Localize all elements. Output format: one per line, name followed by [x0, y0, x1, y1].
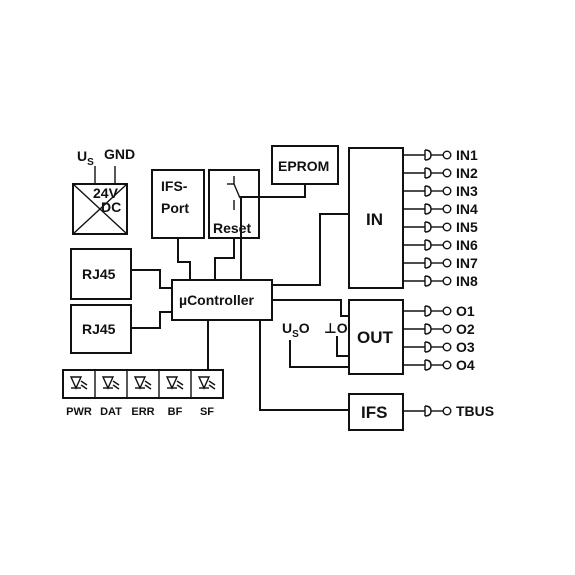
input-terminal-7-label: IN7	[456, 255, 478, 271]
output-terminal-2-label: O2	[456, 321, 475, 337]
connector-plug-icon	[424, 257, 432, 269]
terminal-circle-icon	[442, 168, 452, 178]
terminal-circle-icon	[442, 258, 452, 268]
microcontroller-label: µController	[179, 292, 255, 308]
out-block-label: OUT	[357, 328, 394, 347]
switch-icon	[227, 176, 241, 210]
input-terminal-8: IN8	[403, 273, 478, 289]
terminal-circle-icon	[442, 186, 452, 196]
reset-label: Reset	[213, 220, 251, 236]
input-terminal-3: IN3	[403, 183, 478, 199]
connector-plug-icon	[424, 305, 432, 317]
connector-plug-icon	[424, 405, 432, 417]
connector-plug-icon	[424, 149, 432, 161]
ifs-block: IFS	[348, 393, 404, 431]
rj45-top-block: RJ45	[70, 248, 132, 300]
connector-plug-icon	[424, 221, 432, 233]
led-icon	[165, 376, 184, 390]
ifs-port-block: IFS- Port	[151, 169, 205, 239]
reset-block: Reset	[208, 169, 260, 239]
output-terminal-3-label: O3	[456, 339, 475, 355]
output-block: OUT	[348, 299, 404, 375]
out-ot-label: ⊥O	[324, 320, 348, 336]
led-label: ERR	[131, 406, 154, 418]
terminal-circle-icon	[442, 204, 452, 214]
output-terminal-4-label: O4	[456, 357, 475, 373]
input-terminal-5: IN5	[403, 219, 478, 235]
terminal-circle-icon	[442, 222, 452, 232]
terminal-circle-icon	[442, 342, 452, 352]
out-us-label: USO	[282, 320, 310, 340]
output-terminal-2: O2	[403, 321, 475, 337]
led-icon	[133, 376, 152, 390]
led-icon	[69, 376, 88, 390]
ifs-port-line1: IFS-	[161, 178, 188, 194]
output-terminal-3: O3	[403, 339, 475, 355]
connector-plug-icon	[424, 167, 432, 179]
wiring	[131, 184, 349, 411]
power-supply: US GND 24V DC	[72, 146, 135, 235]
input-terminal-7: IN7	[403, 255, 478, 271]
tbus-label: TBUS	[456, 403, 494, 419]
output-terminal-4: O4	[403, 357, 475, 373]
output-terminal-1: O1	[403, 303, 475, 319]
input-terminal-6: IN6	[403, 237, 478, 253]
gnd-label: GND	[104, 146, 135, 162]
connector-plug-icon	[424, 203, 432, 215]
output-terminal-1-label: O1	[456, 303, 475, 319]
connector-plug-icon	[424, 359, 432, 371]
input-terminal-5-label: IN5	[456, 219, 478, 235]
rj45-top-label: RJ45	[82, 266, 116, 282]
eprom-label: EPROM	[278, 158, 329, 174]
ifs-port-line2: Port	[161, 200, 189, 216]
microcontroller-block: µController	[171, 279, 273, 321]
led-label: BF	[168, 406, 183, 418]
connector-plug-icon	[424, 185, 432, 197]
in-block-label: IN	[366, 210, 383, 229]
dc-label: DC	[101, 199, 121, 215]
connector-plug-icon	[424, 341, 432, 353]
led-label: SF	[200, 406, 214, 418]
input-terminal-1-label: IN1	[456, 147, 478, 163]
input-block: IN	[348, 147, 404, 289]
input-terminal-4-label: IN4	[456, 201, 478, 217]
tbus-terminal: TBUS	[403, 403, 494, 419]
rj45-bottom-block: RJ45	[70, 304, 132, 354]
led-icon	[197, 376, 216, 390]
ifs-block-label: IFS	[361, 403, 387, 422]
input-terminal-8-label: IN8	[456, 273, 478, 289]
terminal-circle-icon	[442, 276, 452, 286]
input-terminal-4: IN4	[403, 201, 478, 217]
terminal-circle-icon	[442, 324, 452, 334]
converter-diagonal	[72, 183, 128, 235]
input-terminal-3-label: IN3	[456, 183, 478, 199]
input-terminal-1: IN1	[403, 147, 478, 163]
rj45-bottom-label: RJ45	[82, 321, 116, 337]
input-terminal-2-label: IN2	[456, 165, 478, 181]
terminal-circle-icon	[442, 406, 452, 416]
led-label: PWR	[66, 406, 92, 418]
connector-plug-icon	[424, 275, 432, 287]
terminal-circle-icon	[442, 150, 452, 160]
voltage-label: 24V	[93, 185, 119, 201]
us-label: US	[77, 148, 94, 168]
led-label: DAT	[100, 406, 122, 418]
led-strip: PWR DAT ERR BF SF	[62, 369, 224, 418]
terminal-circle-icon	[442, 306, 452, 316]
terminal-circle-icon	[442, 360, 452, 370]
input-terminal-6-label: IN6	[456, 237, 478, 253]
connector-plug-icon	[424, 239, 432, 251]
connector-plug-icon	[424, 323, 432, 335]
led-icon	[101, 376, 120, 390]
out-supply-labels: USO ⊥O	[282, 320, 348, 340]
input-terminal-2: IN2	[403, 165, 478, 181]
terminal-circle-icon	[442, 240, 452, 250]
eprom-block: EPROM	[271, 145, 339, 185]
